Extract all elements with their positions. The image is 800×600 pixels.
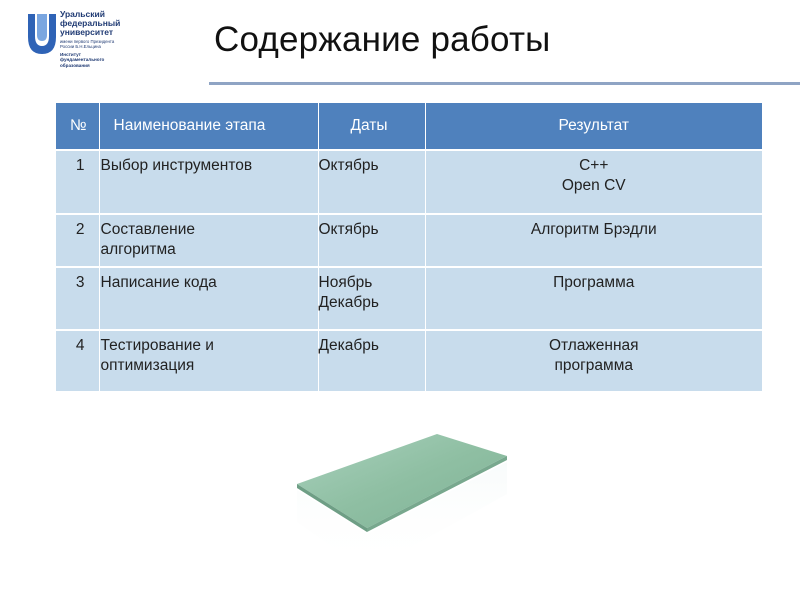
cell-result: Алгоритм Брэдли [425, 214, 762, 268]
cell-result: Программа [425, 267, 762, 331]
cell-date: Декабрь [318, 330, 426, 393]
header-dates: Даты [318, 103, 426, 151]
table-row: 2 Составление алгоритма Октябрь Алгоритм… [56, 214, 762, 268]
cell-stage-name: Написание кода [99, 267, 319, 331]
university-subtitle: имени первого Президента России Б.Н.Ельц… [60, 39, 115, 49]
cell-result: C++ Open CV [425, 150, 762, 215]
cell-stage-name: Составление алгоритма [99, 214, 319, 268]
cell-stage-name: Выбор инструментов [99, 150, 319, 215]
institute-name: Институт фундаментального образования [60, 52, 105, 68]
header-number: № [56, 103, 100, 151]
cell-stage-name: Тестирование и оптимизация [99, 330, 319, 393]
header-stage-name: Наименование этапа [99, 103, 319, 151]
cell-date: Ноябрь Декабрь [318, 267, 426, 331]
header-result: Результат [425, 103, 762, 151]
university-name: Уральский федеральный университет [60, 9, 121, 37]
green-board-image [295, 432, 510, 577]
cell-number: 1 [56, 150, 100, 215]
cell-result: Отлаженная программа [425, 330, 762, 393]
table-row: 3 Написание кода Ноябрь Декабрь Программ… [56, 267, 762, 331]
cell-number: 4 [56, 330, 100, 393]
table-row: 4 Тестирование и оптимизация Декабрь Отл… [56, 330, 762, 393]
table-row: 1 Выбор инструментов Октябрь C++ Open CV [56, 150, 762, 215]
cell-date: Октябрь [318, 214, 426, 268]
university-logo: Уральский федеральный университет имени … [26, 10, 136, 80]
cell-number: 3 [56, 267, 100, 331]
title-divider [209, 82, 800, 85]
cell-number: 2 [56, 214, 100, 268]
work-stages-table: № Наименование этапа Даты Результат 1 Вы… [56, 103, 762, 393]
page-title: Содержание работы [214, 20, 551, 59]
table-header-row: № Наименование этапа Даты Результат [56, 103, 762, 151]
cell-date: Октябрь [318, 150, 426, 215]
ural-university-emblem-icon [28, 14, 56, 54]
